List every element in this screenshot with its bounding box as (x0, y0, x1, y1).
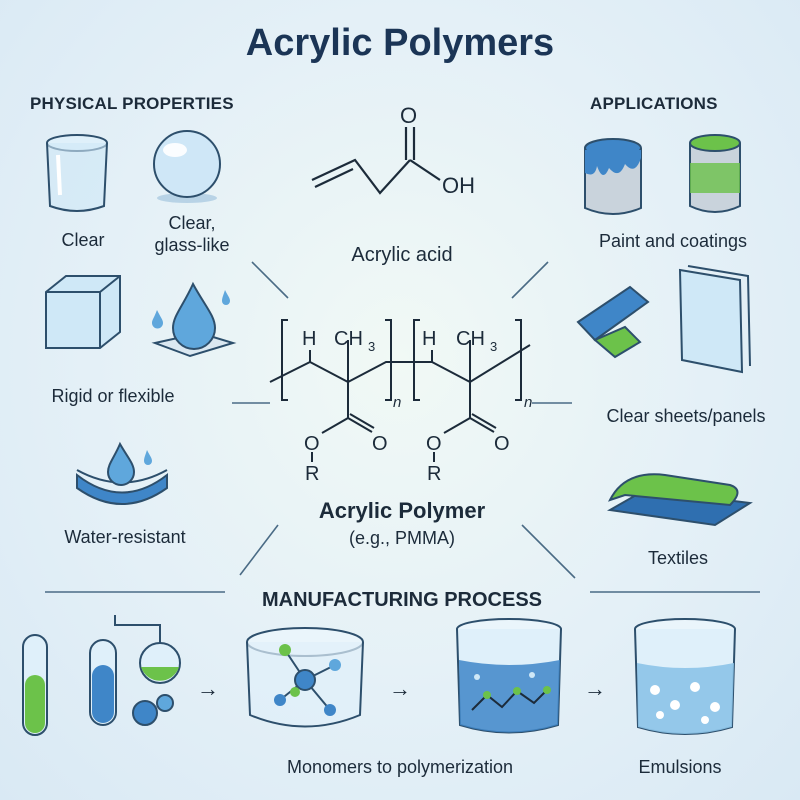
glass-sphere-icon (153, 130, 221, 203)
monomers-beaker-icon (246, 627, 364, 728)
acid-oxygen: O (400, 105, 417, 128)
clear-label: Clear (61, 230, 105, 250)
acrylic-polymer-label: Acrylic Polymer (318, 498, 486, 523)
water-resistant-label: Water-resistant (64, 527, 186, 547)
emulsions-label: Emulsions (638, 757, 722, 777)
rigid-block-icon (45, 275, 121, 349)
glass-like-label: Clear, glass-like (154, 212, 229, 256)
textiles-icon (606, 473, 753, 527)
methyl-sub-2: 3 (490, 339, 497, 354)
physical-properties-heading: PHYSICAL PROPERTIES (30, 94, 234, 113)
clear-sheets-icon (576, 265, 751, 374)
ester-oxygen-2: O (426, 433, 442, 455)
acrylic-acid-structure: O OH (311, 105, 475, 198)
methyl-2: CH (456, 328, 485, 350)
monomers-polymerization-label: Monomers to polymerization (286, 757, 514, 777)
acrylic-polymer-structure: H CH 3 H CH 3 n n O O O O R R (269, 319, 532, 485)
emulsion-beaker-icon (634, 618, 736, 735)
paint-cans-icon (584, 134, 741, 215)
r-group-1: R (305, 463, 319, 485)
process-arrow-3: → (584, 676, 606, 701)
clear-glass-icon (46, 134, 108, 212)
glass-like-line-1: Clear, (168, 213, 216, 233)
r-group-2: R (427, 463, 441, 485)
glass-like-line-2: glass-like (154, 235, 230, 255)
methyl-1: CH (334, 328, 363, 350)
lab-glassware-icon (22, 615, 181, 736)
acrylic-acid-label: Acrylic acid (351, 244, 453, 266)
h-atom-1: H (302, 328, 316, 350)
methyl-sub-1: 3 (368, 339, 375, 354)
repeat-n-1: n (393, 394, 401, 411)
acid-hydroxyl: OH (442, 173, 475, 198)
polymerization-beaker-icon (456, 618, 562, 734)
rigid-flexible-label: Rigid or flexible (51, 386, 175, 406)
process-arrow-1: → (197, 676, 219, 701)
applications-heading: APPLICATIONS (590, 94, 718, 113)
ester-oxygen-1: O (304, 433, 320, 455)
clear-sheets-label: Clear sheets/panels (606, 406, 766, 426)
water-drop-icon (151, 281, 237, 358)
h-atom-2: H (422, 328, 436, 350)
process-arrow-2: → (389, 676, 411, 701)
textiles-label: Textiles (647, 548, 709, 568)
repeat-n-2: n (524, 394, 532, 411)
carbonyl-oxygen-1: O (372, 433, 388, 455)
page-title: Acrylic Polymers (245, 22, 555, 64)
water-resistant-icon (76, 441, 168, 505)
carbonyl-oxygen-2: O (494, 433, 510, 455)
paint-coatings-label: Paint and coatings (598, 231, 748, 251)
polymer-example: (e.g., PMMA) (348, 528, 456, 548)
manufacturing-heading: MANUFACTURING PROCESS (261, 589, 543, 611)
